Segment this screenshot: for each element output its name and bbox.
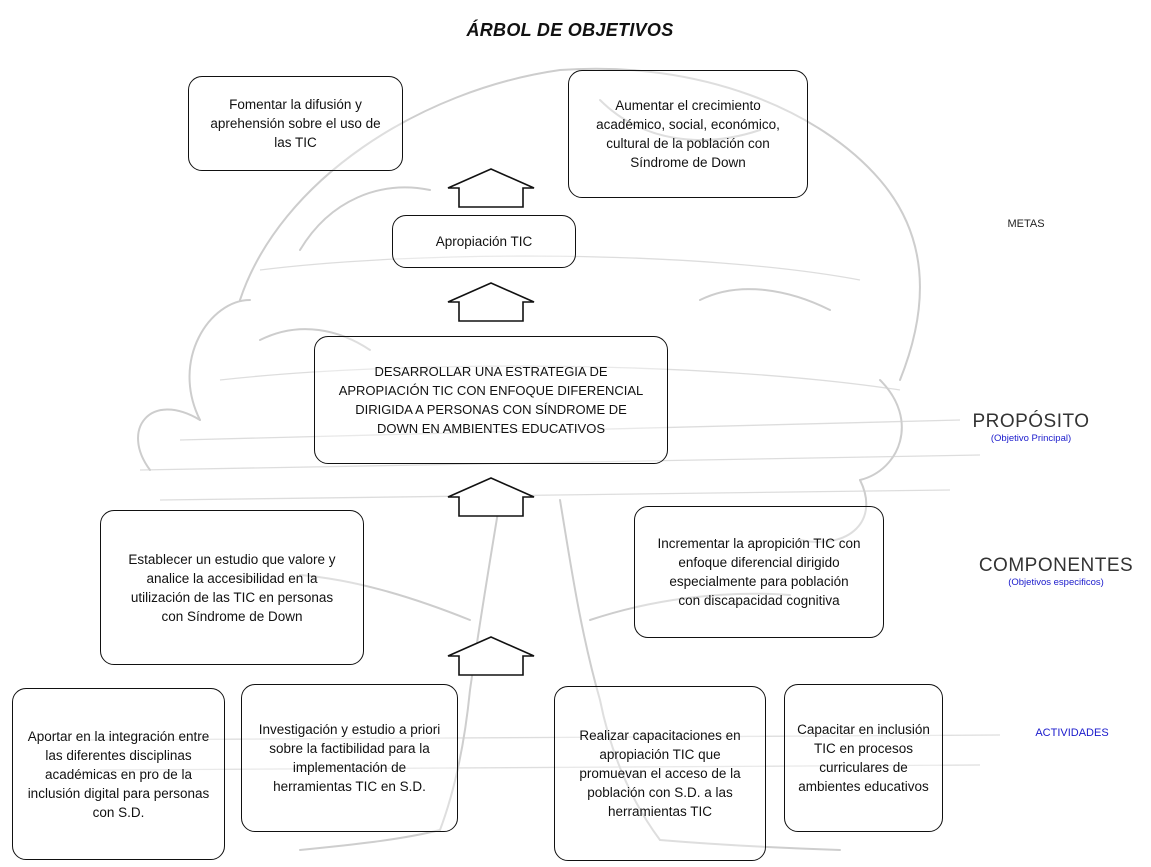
purpose-text: DESARROLLAR UNA ESTRATEGIA DE APROPIACIÓ… bbox=[338, 364, 644, 436]
component-left-text: Establecer un estudio que valore y anali… bbox=[128, 551, 336, 624]
level-sublabel-proposito: (Objetivo Principal) bbox=[990, 433, 1072, 444]
level-label-metas: METAS bbox=[1007, 218, 1045, 230]
level-sublabel-componentes: (Objetivos especificos) bbox=[1008, 577, 1104, 588]
goal-left-text: Fomentar la difusión y aprehensión sobre… bbox=[210, 97, 381, 150]
activity-box-4: Capacitar en inclusión TIC en procesos c… bbox=[784, 684, 943, 832]
goal-left-box: Fomentar la difusión y aprehensión sobre… bbox=[188, 76, 403, 171]
component-right-box: Incrementar la apropición TIC con enfoqu… bbox=[634, 506, 884, 638]
arrow-up-icon bbox=[447, 477, 535, 517]
activity-text-4: Capacitar en inclusión TIC en procesos c… bbox=[797, 722, 930, 794]
activity-box-3: Realizar capacitaciones en apropiación T… bbox=[554, 686, 766, 861]
purpose-box: DESARROLLAR UNA ESTRATEGIA DE APROPIACIÓ… bbox=[314, 336, 668, 464]
goal-center-box: Apropiación TIC bbox=[392, 215, 576, 268]
level-label-componentes: COMPONENTES bbox=[978, 555, 1134, 576]
arrow-up-icon bbox=[447, 168, 535, 208]
level-label-actividades: ACTIVIDADES bbox=[1035, 727, 1109, 739]
level-label-proposito: PROPÓSITO bbox=[972, 411, 1090, 432]
activity-box-2: Investigación y estudio a priori sobre l… bbox=[241, 684, 458, 832]
diagram-title: ÁRBOL DE OBJETIVOS bbox=[466, 20, 674, 40]
goal-center-text: Apropiación TIC bbox=[435, 234, 533, 249]
arrow-up-icon bbox=[447, 282, 535, 322]
component-right-text: Incrementar la apropición TIC con enfoqu… bbox=[657, 536, 861, 608]
goal-right-box: Aumentar el crecimiento académico, socia… bbox=[568, 70, 808, 198]
activity-text-3: Realizar capacitaciones en apropiación T… bbox=[579, 728, 741, 819]
activity-box-1: Aportar en la integración entre las dife… bbox=[12, 688, 225, 860]
goal-right-text: Aumentar el crecimiento académico, socia… bbox=[596, 98, 780, 170]
activity-text-2: Investigación y estudio a priori sobre l… bbox=[258, 722, 441, 794]
arrow-up-icon bbox=[447, 636, 535, 676]
activity-text-1: Aportar en la integración entre las dife… bbox=[27, 728, 210, 820]
component-left-box: Establecer un estudio que valore y anali… bbox=[100, 510, 364, 665]
